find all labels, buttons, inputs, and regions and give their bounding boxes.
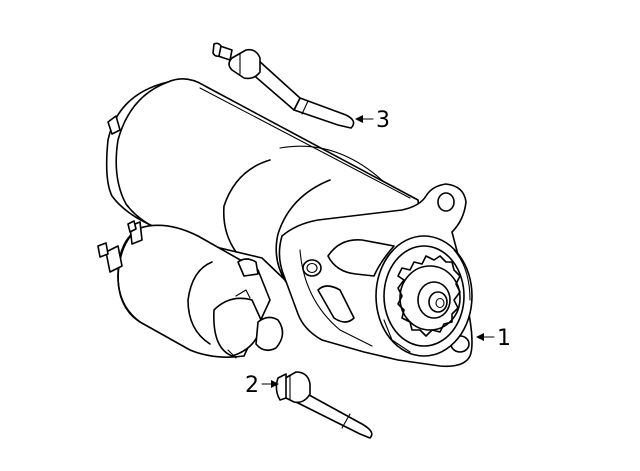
callout-1-arrowhead bbox=[476, 333, 484, 341]
starter-motor bbox=[97, 78, 473, 368]
callout-3-label: 3 bbox=[376, 108, 390, 133]
pinion-gear bbox=[397, 255, 461, 337]
upper-bolt bbox=[212, 42, 355, 129]
callout-2-arrowhead bbox=[271, 380, 279, 388]
callout-2: 2 bbox=[245, 373, 279, 398]
callout-3: 3 bbox=[355, 108, 390, 133]
callout-2-label: 2 bbox=[245, 373, 259, 398]
callout-1-label: 1 bbox=[497, 326, 511, 351]
callout-3-arrowhead bbox=[355, 115, 363, 123]
callout-1: 1 bbox=[476, 326, 511, 351]
lower-bolt bbox=[275, 371, 373, 439]
